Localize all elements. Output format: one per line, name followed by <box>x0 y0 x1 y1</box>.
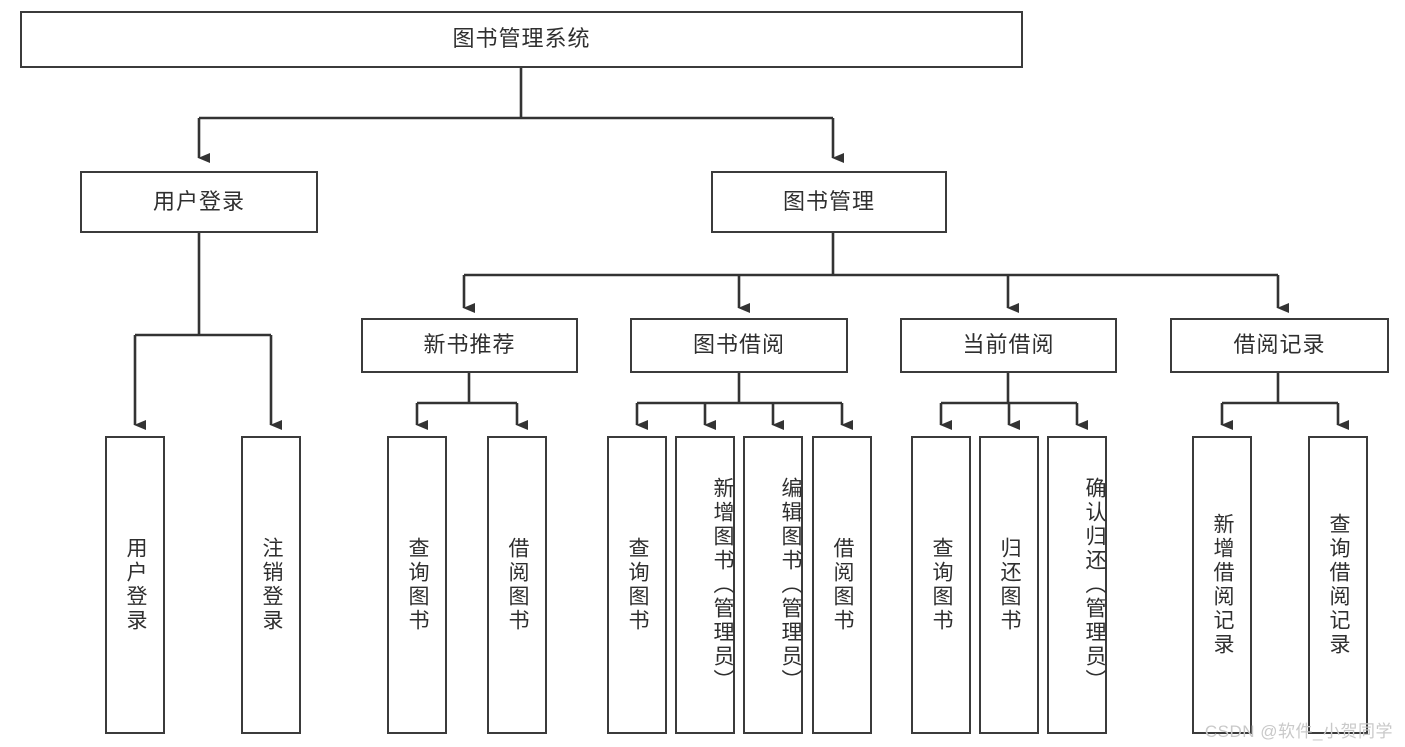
leaf-confirm-return-label: 确认归还（管理员） <box>1083 477 1106 693</box>
leaf-query-book-3-label: 查询图书 <box>930 537 954 633</box>
leaf-user-login-label: 用户登录 <box>124 537 148 633</box>
leaf-add-book-label: 新增图书（管理员） <box>711 477 734 693</box>
node-book-borrow[interactable]: 图书借阅 <box>630 318 848 373</box>
leaf-user-login[interactable]: 用户登录 <box>105 436 165 734</box>
leaf-query-book-2-label: 查询图书 <box>626 537 650 633</box>
node-user-login-label: 用户登录 <box>152 188 245 214</box>
leaf-query-record[interactable]: 查询借阅记录 <box>1308 436 1368 734</box>
node-new-book-recommend[interactable]: 新书推荐 <box>361 318 578 373</box>
node-current-borrow[interactable]: 当前借阅 <box>900 318 1117 373</box>
node-new-book-recommend-label: 新书推荐 <box>423 332 516 358</box>
leaf-add-record-label: 新增借阅记录 <box>1211 513 1235 657</box>
node-book-borrow-label: 图书借阅 <box>692 332 785 358</box>
leaf-edit-book-label: 编辑图书（管理员） <box>779 477 802 693</box>
node-user-login[interactable]: 用户登录 <box>80 171 318 233</box>
leaf-query-book-3[interactable]: 查询图书 <box>911 436 971 734</box>
leaf-borrow-book-2[interactable]: 借阅图书 <box>812 436 872 734</box>
leaf-borrow-book-2-label: 借阅图书 <box>831 537 855 633</box>
leaf-borrow-book-1[interactable]: 借阅图书 <box>487 436 547 734</box>
leaf-logout-label: 注销登录 <box>260 537 284 633</box>
leaf-query-record-label: 查询借阅记录 <box>1327 513 1351 657</box>
node-book-manage-label: 图书管理 <box>782 188 875 214</box>
leaf-logout[interactable]: 注销登录 <box>241 436 301 734</box>
node-book-manage[interactable]: 图书管理 <box>711 171 947 233</box>
node-current-borrow-label: 当前借阅 <box>962 332 1055 358</box>
leaf-query-book-1[interactable]: 查询图书 <box>387 436 447 734</box>
node-borrow-record-label: 借阅记录 <box>1233 332 1326 358</box>
leaf-add-book[interactable]: 新增图书（管理员） <box>675 436 735 734</box>
leaf-return-book-label: 归还图书 <box>998 537 1022 633</box>
node-root-label: 图书管理系统 <box>452 26 591 52</box>
leaf-return-book[interactable]: 归还图书 <box>979 436 1039 734</box>
leaf-query-book-1-label: 查询图书 <box>406 537 430 633</box>
node-borrow-record[interactable]: 借阅记录 <box>1170 318 1389 373</box>
watermark: CSDN @软件_小贺同学 <box>1204 722 1393 741</box>
node-root[interactable]: 图书管理系统 <box>20 11 1023 68</box>
leaf-add-record[interactable]: 新增借阅记录 <box>1192 436 1252 734</box>
leaf-confirm-return[interactable]: 确认归还（管理员） <box>1047 436 1107 734</box>
leaf-borrow-book-1-label: 借阅图书 <box>506 537 530 633</box>
leaf-query-book-2[interactable]: 查询图书 <box>607 436 667 734</box>
leaf-edit-book[interactable]: 编辑图书（管理员） <box>743 436 803 734</box>
